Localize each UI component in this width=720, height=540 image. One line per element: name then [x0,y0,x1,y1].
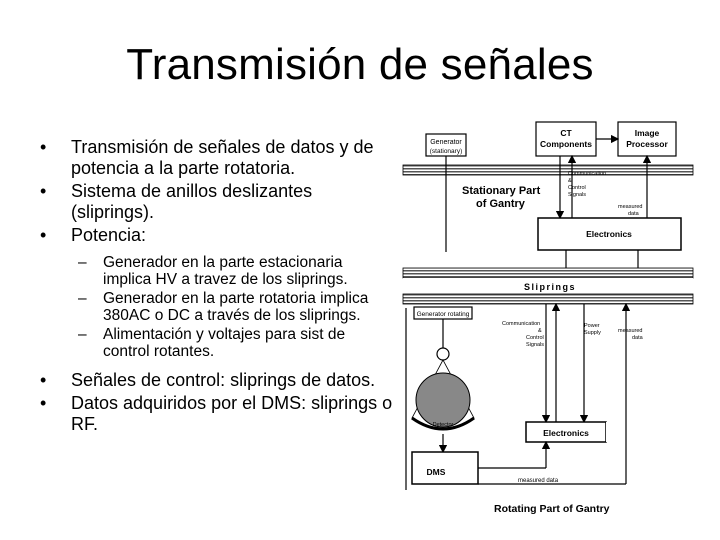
image-processor-box [617,121,677,157]
bullet-item: •Transmisión de señales de datos y de po… [40,137,374,178]
bullet-item: •Sistema de anillos deslizantes (sliprin… [40,181,313,222]
image-processor-label: Image [635,128,660,138]
stationary-band [402,164,694,176]
power-supply-label: Power [584,323,600,329]
patient-object [415,372,471,428]
generator-stationary-label: (stationary) [430,148,463,155]
measured-top-label: data [628,211,640,217]
generator-rotating-label: Generator rotating [417,311,470,318]
comm-mid-label: Control [526,335,544,341]
generator-stationary-label: Generator [430,139,462,146]
rotating-part-label: Rotating Part of Gantry [494,503,610,515]
dms-box [411,451,479,485]
slipring-band [402,293,694,305]
ct-components-label: CT [560,128,572,138]
measured-mid-label: data [632,335,644,341]
detector-arc [411,416,475,431]
sub-bullet-item: –Generador en la parte rotatoria implica… [78,289,369,325]
bullet-item: •Señales de control: sliprings de datos. [40,369,376,390]
comm-top-label: & [568,178,572,184]
comm-mid-label: & [538,328,542,334]
comm-mid-label: Signals [526,342,544,348]
ct-components-box [535,121,597,157]
xray-tube-icon [436,347,450,361]
bullet-list: •Transmisión de señales de datos y de po… [34,137,394,437]
dms-label: DMS [427,467,446,477]
power-supply-label: Supply [584,330,601,336]
comm-top-label: Communication [568,171,606,177]
electronics-top-label: Electronics [586,229,632,239]
measured-top-label: measured [618,204,642,210]
sub-bullet-item: –Alimentación y voltajes para sist de co… [78,325,346,361]
electronics-bottom-label: Electronics [543,428,589,438]
stationary-part-label: Stationary Part [462,185,541,197]
measured-bottom-label: measured data [518,478,559,484]
slide-title: Transmisión de señales [126,40,594,89]
electronics-top-box [537,217,682,251]
sub-bullet-item: –Generador en la parte estacionaria impl… [78,253,348,289]
image-processor-label: Processor [626,139,668,149]
bullet-item: •Datos adquiridos por el DMS: sliprings … [40,393,393,434]
ct-components-label: Components [540,139,592,149]
comm-mid-label: Communication [502,321,540,327]
slipring-band [402,267,694,279]
bullet-item: •Potencia: [40,225,147,245]
gantry-diagram: Generator (stationary) CT Components Ima… [402,121,694,515]
comm-top-label: Control [568,185,586,191]
measured-mid-label: measured [618,328,642,334]
detector-label: Detector [433,422,454,428]
sliprings-label: Sliprings [524,282,576,292]
stationary-part-label: of Gantry [476,198,526,210]
comm-top-label: Signals [568,192,586,198]
